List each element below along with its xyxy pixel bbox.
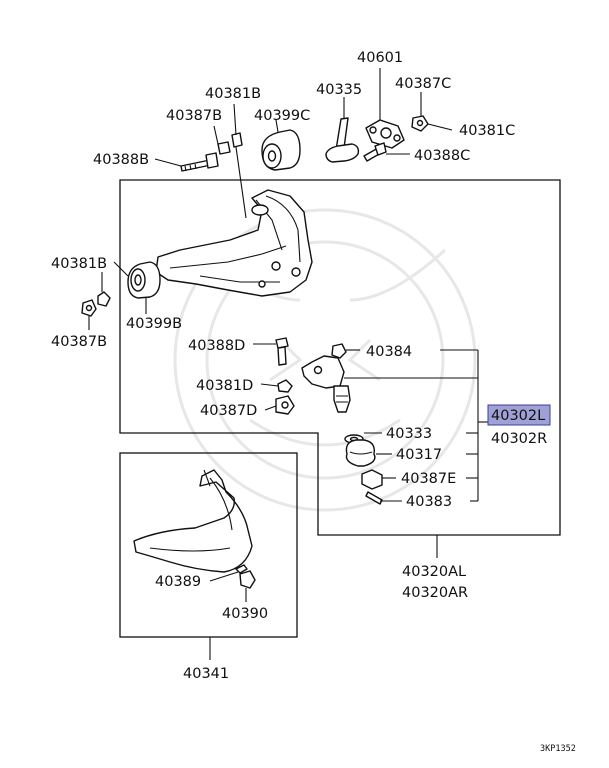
label-40387b-left: 40387B xyxy=(51,334,107,350)
label-40302l: 40302L xyxy=(491,408,545,424)
label-40302r: 40302R xyxy=(491,431,547,447)
label-40387e: 40387E xyxy=(401,471,456,487)
label-40320ar: 40320AR xyxy=(402,585,468,601)
label-40333: 40333 xyxy=(386,426,432,442)
bolt-40388c-part xyxy=(363,142,387,162)
boot-40317-part xyxy=(345,439,376,467)
bushing-40399b-part xyxy=(127,261,161,299)
lower-control-arm-part xyxy=(133,469,253,573)
label-40384: 40384 xyxy=(366,344,412,360)
bolt-40388d-part xyxy=(275,337,289,366)
label-40388d: 40388D xyxy=(188,338,245,354)
label-40387b-top: 40387B xyxy=(166,108,222,124)
nut-40387d-part xyxy=(275,395,295,415)
label-40390: 40390 xyxy=(222,606,268,622)
nut-40381b-left-part xyxy=(97,291,111,307)
label-40388c: 40388C xyxy=(414,148,470,164)
highlight-40302l xyxy=(487,404,551,426)
label-40387d: 40387D xyxy=(200,403,257,419)
label-40381c: 40381C xyxy=(459,123,515,139)
bushing-40399c-part xyxy=(261,129,301,171)
nut-40387b-top-part xyxy=(217,141,231,155)
label-40381b-top: 40381B xyxy=(205,86,261,102)
nut-40390-part xyxy=(239,570,256,589)
label-40601: 40601 xyxy=(357,50,403,66)
upper-control-arm-part xyxy=(155,189,313,297)
label-40399c: 40399C xyxy=(254,108,310,124)
label-40381b-left: 40381B xyxy=(51,256,107,272)
nut-40381b-top-part xyxy=(231,132,243,148)
lower-arm-assembly-frame xyxy=(119,452,298,638)
label-40317: 40317 xyxy=(396,447,442,463)
label-40341: 40341 xyxy=(183,666,229,682)
label-40388b: 40388B xyxy=(93,152,149,168)
nut-40387e-part xyxy=(361,469,383,490)
label-40387c: 40387C xyxy=(395,76,451,92)
label-40335: 40335 xyxy=(316,82,362,98)
label-40399b: 40399B xyxy=(126,316,182,332)
label-40381d: 40381D xyxy=(196,378,253,394)
nut-40381d-part xyxy=(277,379,293,393)
nut-40384-part xyxy=(331,343,347,359)
label-40389: 40389 xyxy=(155,574,201,590)
bolt-40388b-part xyxy=(180,152,219,172)
ball-joint-40302-part xyxy=(301,355,351,413)
pin-40383-part xyxy=(365,491,383,505)
diagram-code: 3KP1352 xyxy=(540,744,576,754)
upper-arm-assembly-frame xyxy=(119,179,561,536)
nut-40387b-left-part xyxy=(81,299,97,317)
clip-40389-part xyxy=(235,564,248,574)
bolt-40335-part xyxy=(325,117,360,163)
label-40320al: 40320AL xyxy=(402,564,466,580)
label-40383: 40383 xyxy=(406,494,452,510)
watermark-emblem xyxy=(173,208,477,512)
bracket-40601-part xyxy=(365,119,405,149)
nut-40387c-part xyxy=(411,115,429,132)
leader-lines xyxy=(88,68,488,660)
